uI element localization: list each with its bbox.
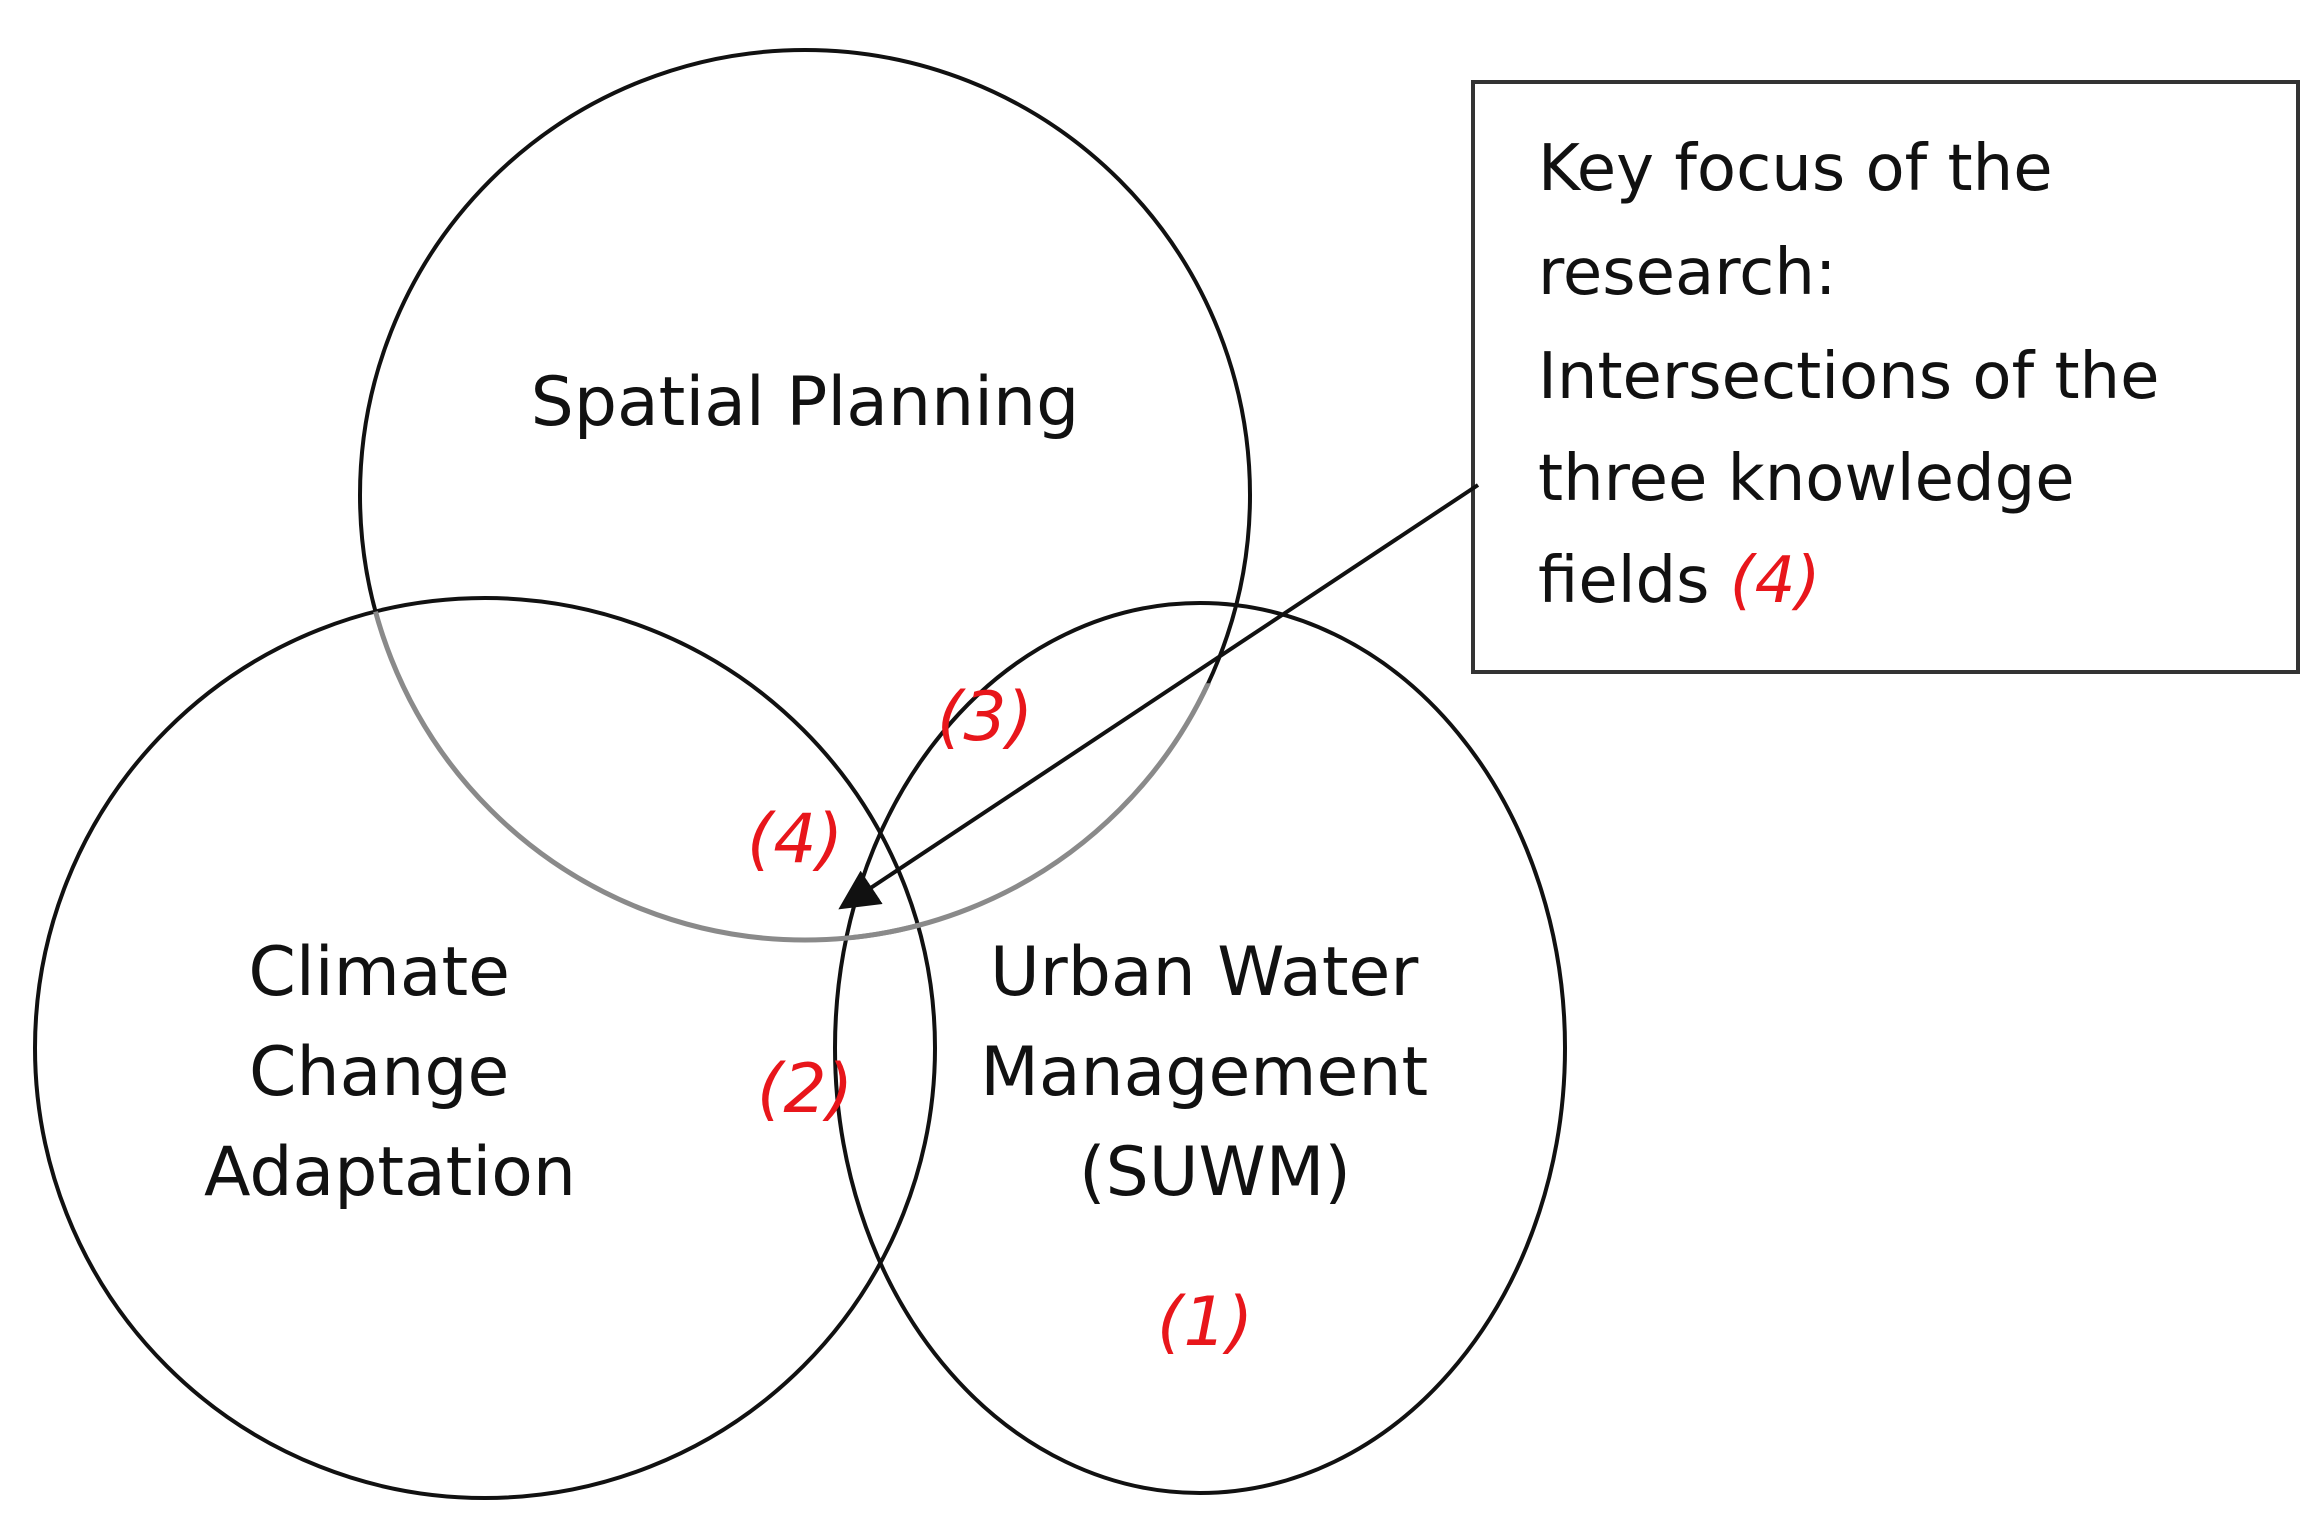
callout-line-4: three knowledge [1538, 442, 2075, 516]
callout-text: Key focus of the research: Intersections… [1538, 132, 2180, 618]
climate-change-label: Climate Change Adaptation [204, 933, 576, 1212]
region-label-3: (3) [937, 678, 1033, 757]
urban-water-label-line-3: (SUWM) [1079, 1133, 1351, 1212]
overlap-arc-top-in-left [357, 598, 935, 943]
region-label-1: (1) [1157, 1283, 1253, 1362]
spatial-planning-label: Spatial Planning [531, 363, 1080, 442]
circle-urban-water-management [833, 601, 1567, 1495]
urban-water-label: Urban Water Management (SUWM) [980, 933, 1450, 1212]
callout-highlight: (4) [1730, 544, 1821, 618]
region-label-4: (4) [747, 800, 843, 879]
urban-water-label-line-1: Urban Water [990, 933, 1418, 1012]
callout-box [1471, 80, 2300, 674]
climate-change-label-line-3: Adaptation [204, 1133, 576, 1212]
climate-change-label-line-2: Change [249, 1033, 509, 1112]
callout-line-1: Key focus of the [1538, 132, 2053, 206]
callout-line-3: Intersections of the [1538, 340, 2159, 414]
callout-arrow [838, 483, 1480, 910]
urban-water-label-line-2: Management [980, 1033, 1428, 1112]
circle-climate-change-adaptation [33, 596, 937, 1500]
callout-line-2: research: [1538, 236, 1836, 310]
callout-line-5: fields [1538, 544, 1730, 618]
region-label-2: (2) [757, 1050, 853, 1129]
climate-change-label-line-1: Climate [248, 933, 510, 1012]
